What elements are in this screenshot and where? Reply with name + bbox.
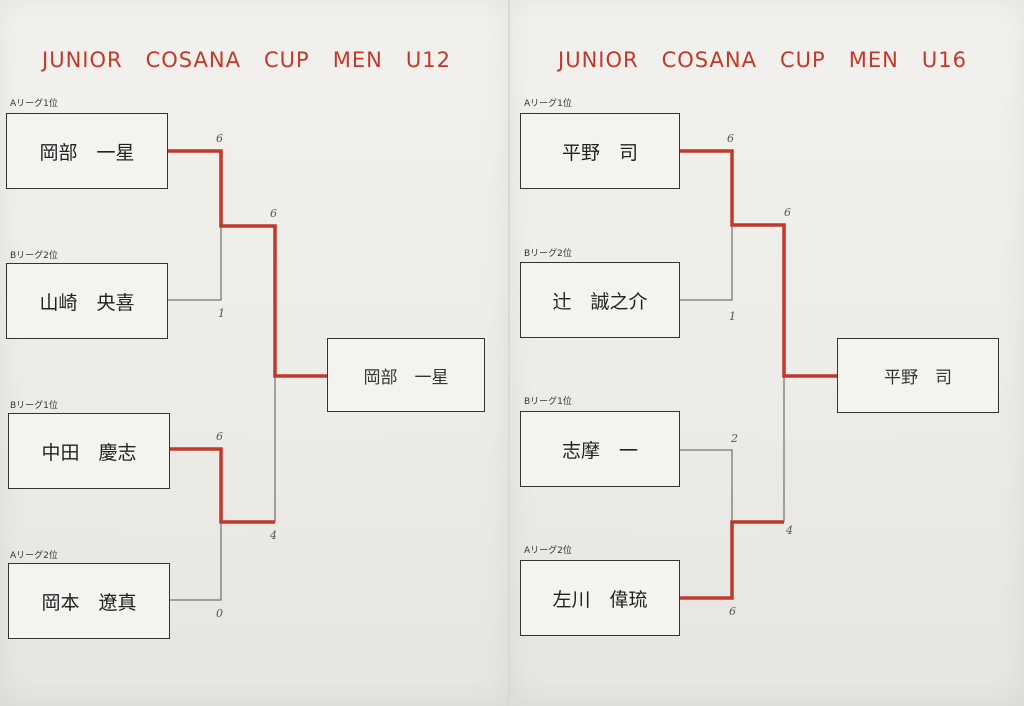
score-label: 6	[216, 132, 223, 145]
player-box: 平野 司	[520, 113, 680, 189]
score-label: 6	[784, 206, 791, 219]
score-label: 1	[218, 307, 225, 320]
seed-label: Bリーグ2位	[524, 249, 572, 259]
bracket-line	[168, 226, 222, 301]
winner-path	[680, 149, 837, 378]
score-label: 2	[731, 432, 738, 445]
player-box: 山崎 央喜	[6, 263, 168, 339]
score-label: 4	[786, 524, 793, 537]
score-label: 6	[729, 605, 736, 618]
bracket-line	[170, 522, 222, 601]
seed-label: Bリーグ2位	[10, 251, 58, 261]
seed-label: Aリーグ2位	[524, 546, 572, 556]
bracket-line	[680, 225, 733, 301]
bracket-title-u16: JUNIOR COSANA CUP MEN U16	[558, 48, 967, 72]
score-label: 6	[216, 430, 223, 443]
score-label: 6	[727, 132, 734, 145]
seed-label: Aリーグ2位	[10, 551, 58, 561]
champion-box: 岡部 一星	[327, 338, 485, 412]
bracket-title-u12: JUNIOR COSANA CUP MEN U12	[42, 48, 451, 72]
seed-label: Bリーグ1位	[524, 397, 572, 407]
score-label: 4	[270, 529, 277, 542]
bracket-line	[680, 449, 733, 522]
champion-box: 平野 司	[837, 338, 999, 413]
winner-path	[170, 447, 275, 524]
player-box: 辻 誠之介	[520, 262, 680, 338]
player-box: 中田 慶志	[8, 413, 170, 489]
winner-path	[168, 149, 327, 378]
score-label: 0	[216, 607, 223, 620]
score-label: 6	[270, 207, 277, 220]
player-box: 左川 偉琉	[520, 560, 680, 636]
seed-label: Bリーグ1位	[10, 401, 58, 411]
seed-label: Aリーグ1位	[524, 99, 572, 109]
player-box: 志摩 一	[520, 411, 680, 487]
seed-label: Aリーグ1位	[10, 99, 58, 109]
winner-path	[680, 520, 784, 600]
player-box: 岡部 一星	[6, 113, 168, 189]
score-label: 1	[729, 310, 736, 323]
player-box: 岡本 遼真	[8, 563, 170, 639]
